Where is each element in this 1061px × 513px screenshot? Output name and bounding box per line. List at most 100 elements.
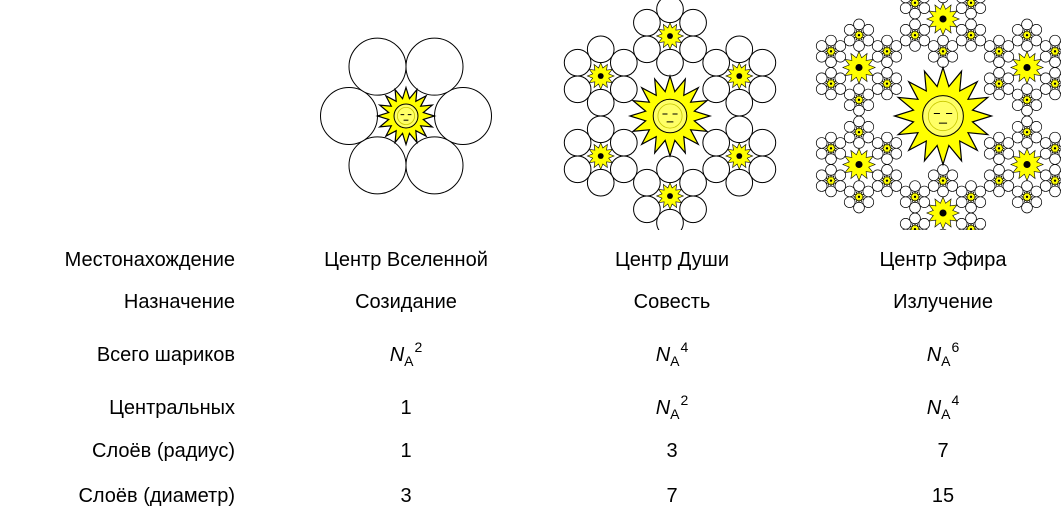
petal-circle xyxy=(983,72,996,85)
universe-center-figure xyxy=(320,37,492,195)
petal-circle xyxy=(834,83,847,95)
petal-circle xyxy=(586,115,615,144)
sun-core xyxy=(997,82,1001,85)
petal-circle xyxy=(834,50,847,63)
petal-circle xyxy=(862,88,875,101)
ether-center-figure xyxy=(815,0,1061,230)
sun-core xyxy=(857,33,861,37)
petal-circle xyxy=(965,40,977,52)
sun-icon xyxy=(964,222,978,230)
formula-subscript: А xyxy=(670,353,680,369)
petal-circle xyxy=(853,40,865,52)
petal-circle xyxy=(633,8,661,37)
petal-circle xyxy=(1030,99,1043,111)
petal-circle xyxy=(1011,121,1024,133)
petal-circle xyxy=(983,40,996,52)
petal-circle xyxy=(633,195,661,224)
petal-circle xyxy=(993,56,1005,68)
sun-core xyxy=(857,130,861,134)
petal-circle xyxy=(1002,180,1015,192)
petal-circle xyxy=(862,131,875,144)
petal-circle xyxy=(937,185,949,198)
petal-circle xyxy=(1021,40,1033,52)
petal-circle xyxy=(955,185,968,198)
petal-circle xyxy=(815,169,828,182)
sun-core xyxy=(913,33,917,37)
petal-circle xyxy=(920,228,928,230)
central-universe: 1 xyxy=(400,397,412,419)
petal-circle xyxy=(853,137,865,149)
petal-circle xyxy=(843,99,856,111)
petal-circle xyxy=(1058,181,1061,191)
petal-circle xyxy=(853,180,865,192)
purpose-universe: Созидание xyxy=(355,291,457,313)
petal-circle xyxy=(1039,72,1052,85)
petal-circle xyxy=(748,75,777,104)
petal-circle xyxy=(956,0,967,4)
central-ether: NА4 xyxy=(927,392,960,422)
sun-core xyxy=(597,153,604,159)
sun-core xyxy=(941,50,945,53)
petal-circle xyxy=(1030,88,1043,101)
petal-circle xyxy=(853,18,865,31)
sun-core xyxy=(829,147,833,150)
row-label-layers-diameter: Слоёв (диаметр) xyxy=(78,485,235,507)
petal-circle xyxy=(918,2,931,14)
sun-core xyxy=(997,147,1001,150)
formula-subscript: А xyxy=(404,353,414,369)
layers-radius-universe: 1 xyxy=(400,440,412,462)
petal-circle xyxy=(1011,185,1024,198)
petal-circle xyxy=(955,2,968,14)
petal-circle xyxy=(1011,24,1024,36)
petal-circle xyxy=(983,83,996,95)
petal-circle xyxy=(633,168,661,197)
formula-exponent: 4 xyxy=(951,392,960,408)
sun-icon xyxy=(964,0,978,10)
formula-exponent: 2 xyxy=(680,392,689,408)
location-universe: Центр Вселенной xyxy=(324,249,488,271)
petal-circle xyxy=(927,169,940,182)
petal-circle xyxy=(843,24,856,36)
petal-circle xyxy=(725,168,754,197)
petal-circle xyxy=(1039,83,1052,95)
petal-circle xyxy=(862,121,875,133)
sun-core xyxy=(885,82,889,85)
petal-circle xyxy=(843,185,856,198)
petal-circle xyxy=(918,185,931,198)
sun-core xyxy=(829,82,833,85)
petal-circle xyxy=(853,83,865,95)
petal-circle xyxy=(320,87,378,145)
sun-core xyxy=(857,195,861,199)
petal-circle xyxy=(881,153,893,165)
sun-core xyxy=(1025,33,1029,37)
sun-core xyxy=(1023,160,1031,169)
sun-core xyxy=(939,15,947,23)
sun-core xyxy=(997,50,1001,53)
petal-circle xyxy=(1021,115,1033,128)
petal-circle xyxy=(702,75,731,104)
petal-circle xyxy=(975,0,986,4)
petal-circle xyxy=(586,35,615,64)
petal-circle xyxy=(1002,50,1015,63)
petal-circle xyxy=(656,0,684,24)
petal-circle xyxy=(1002,83,1015,95)
petal-circle xyxy=(1030,196,1043,208)
petal-circle xyxy=(586,88,615,117)
petal-circle xyxy=(871,137,884,149)
central-soul: NА2 xyxy=(656,392,689,422)
petal-circle xyxy=(843,88,856,101)
layers-radius-soul: 3 xyxy=(666,440,678,462)
petal-circle xyxy=(1049,153,1061,165)
sun-core xyxy=(885,147,889,150)
sun-face xyxy=(922,95,964,137)
petal-circle xyxy=(1049,88,1061,101)
petal-circle xyxy=(1011,131,1024,144)
petal-circle xyxy=(1049,164,1061,176)
petal-circle xyxy=(679,168,707,197)
formula-exponent: 2 xyxy=(414,339,423,355)
layers-diameter-universe: 3 xyxy=(400,485,412,507)
layers-radius-ether: 7 xyxy=(937,440,949,462)
petal-circle xyxy=(348,136,407,195)
petal-circle xyxy=(1049,185,1061,198)
petal-circle xyxy=(974,24,987,36)
